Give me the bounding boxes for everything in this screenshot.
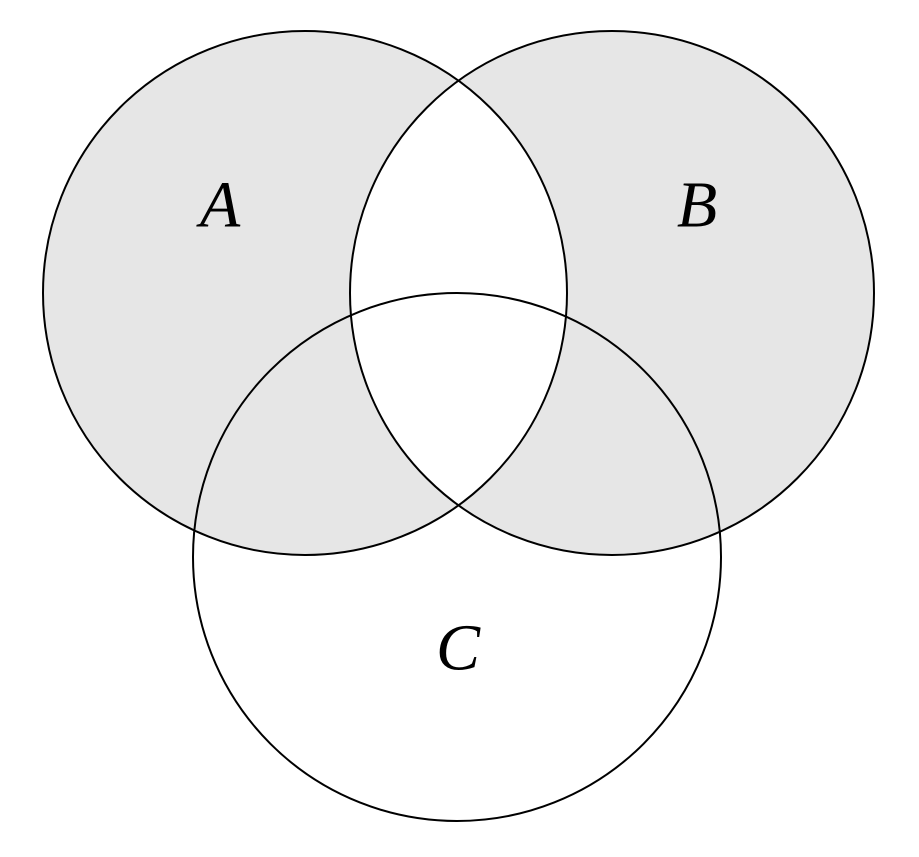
set-circle-c[interactable] xyxy=(192,292,722,822)
set-circle-b[interactable] xyxy=(349,30,875,556)
set-label-a: A xyxy=(196,169,241,242)
set-label-c: C xyxy=(436,612,481,685)
set-circle-a[interactable] xyxy=(42,30,568,556)
set-label-b: B xyxy=(677,169,717,242)
